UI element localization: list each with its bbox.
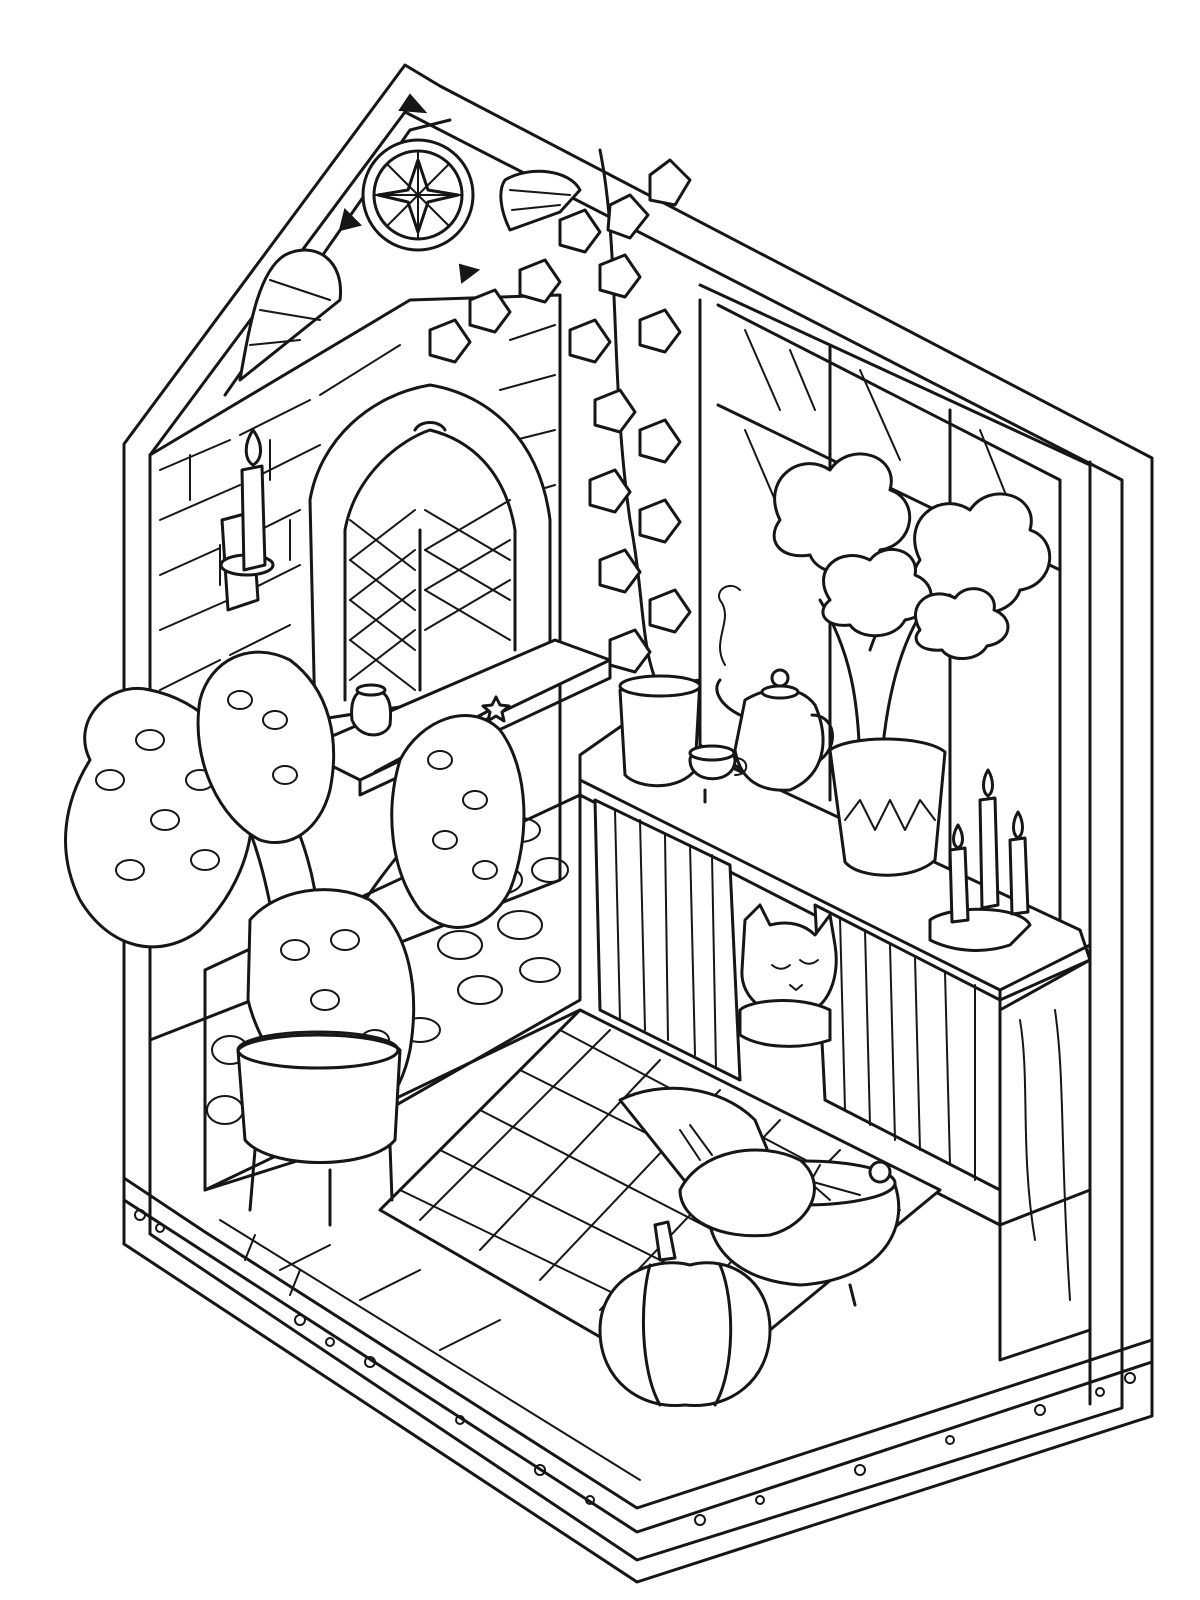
potion-jar-icon [350, 683, 393, 737]
curtain-icon [593, 798, 1092, 1362]
gable-triangles [338, 93, 481, 284]
pumpkin-icon [598, 1220, 772, 1408]
teapot-icon [715, 584, 834, 792]
gable-window-left-icon [238, 248, 343, 382]
witch-hat-icon [618, 1086, 816, 1238]
rose-window-icon [361, 138, 475, 252]
gothic-window-icon [308, 383, 552, 722]
candle-icon [219, 428, 275, 612]
gable-window-right-icon [499, 169, 582, 232]
monstera-plant-icon [64, 650, 526, 1227]
candelabra-icon [928, 768, 1032, 952]
foundation-strip [134, 1209, 1136, 1526]
sleeping-cat-icon [738, 903, 838, 1048]
ivy-pot-icon [618, 674, 702, 788]
teacup-icon [688, 744, 748, 804]
ivy-icon [428, 148, 692, 692]
potted-tree-icon [772, 452, 1052, 877]
